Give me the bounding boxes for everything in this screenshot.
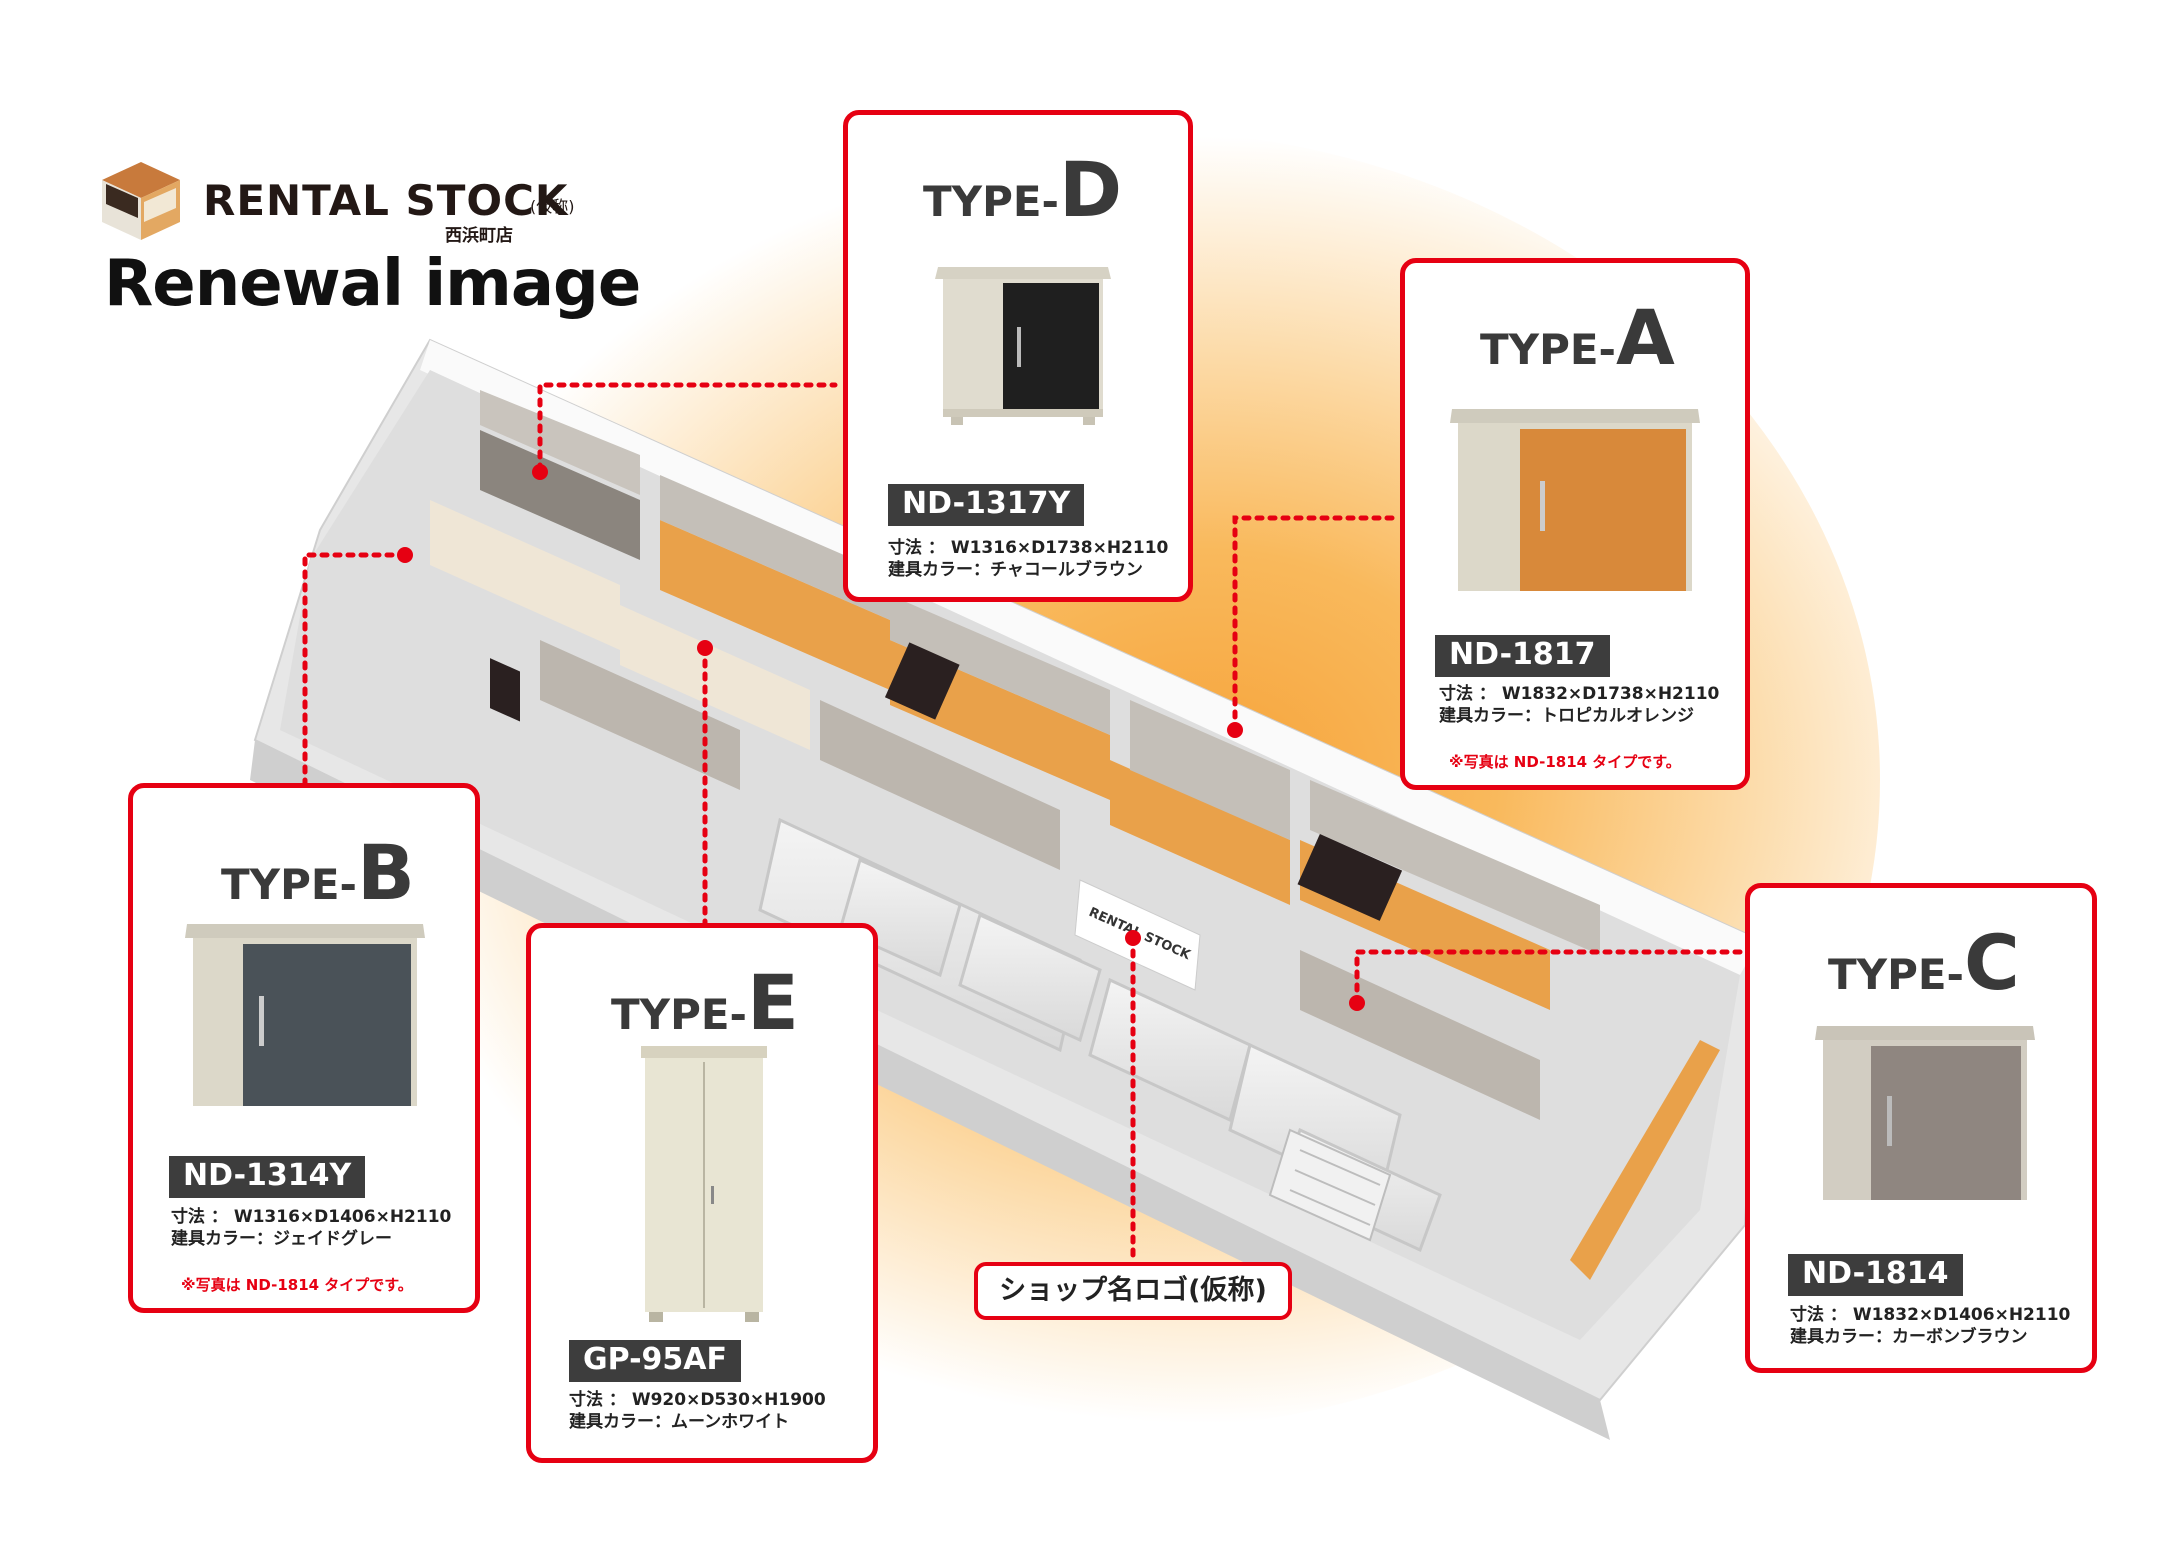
- rental-stock-logo: [102, 162, 180, 240]
- type-e-title: TYPE-E: [611, 958, 799, 1047]
- unit-row-1: [480, 390, 640, 722]
- size-spec: 寸法 ： W1832×D1738×H2110: [1439, 684, 1720, 704]
- model-name: ND-1317Y: [888, 484, 1085, 526]
- type-a-card[interactable]: TYPE-A ND-1817 寸法 ： W1832×D1738×H2110 建具…: [1400, 258, 1750, 790]
- size-spec: 寸法 ： W1832×D1406×H2110: [1790, 1305, 2071, 1325]
- type-d-card[interactable]: TYPE-D ND-1317Y 寸法 ： W1316×D1738×H2110 建…: [843, 110, 1193, 602]
- shed-image: [1815, 1026, 2035, 1200]
- brand-note: (仮称): [530, 197, 575, 216]
- type-c-title: TYPE-C: [1828, 918, 2020, 1007]
- shed-image: [185, 924, 425, 1106]
- size-spec: 寸法 ： W1316×D1738×H2110: [888, 538, 1169, 558]
- type-a-title: TYPE-A: [1480, 293, 1675, 382]
- type-c-card[interactable]: TYPE-C ND-1814 寸法 ： W1832×D1406×H2110 建具…: [1745, 883, 2097, 1373]
- type-e-card[interactable]: TYPE-E GP-95AF 寸法 ： W920×D530×H1900 建具カラ…: [526, 923, 878, 1463]
- type-b-title: TYPE-B: [221, 828, 415, 917]
- size-spec: 寸法 ： W920×D530×H1900: [569, 1390, 826, 1410]
- type-d-title: TYPE-D: [923, 145, 1123, 234]
- photo-note: ※写真は ND-1814 タイプです。: [1449, 753, 1681, 771]
- size-spec: 寸法 ： W1316×D1406×H2110: [171, 1207, 452, 1227]
- leader-dots: [397, 464, 1365, 1011]
- photo-note: ※写真は ND-1814 タイプです。: [181, 1276, 413, 1294]
- staircase: [1268, 1128, 1392, 1242]
- shed-image: [1450, 409, 1700, 591]
- color-spec: 建具カラー：チャコールブラウン: [888, 560, 1143, 580]
- type-b-card[interactable]: TYPE-B ND-1314Y 寸法 ： W1316×D1406×H2110 建…: [128, 783, 480, 1313]
- unit-block-right: [1570, 1040, 1720, 1280]
- shop-logo-label[interactable]: ショップ名ロゴ(仮称): [974, 1262, 1292, 1320]
- model-name: ND-1817: [1435, 635, 1610, 677]
- model-name: ND-1314Y: [169, 1156, 366, 1198]
- page-title: Renewal image: [104, 247, 641, 321]
- unit-block-a: [660, 520, 890, 690]
- branch-name: 西浜町店: [445, 226, 513, 246]
- leader-lines: [302, 382, 1748, 1263]
- color-spec: 建具カラー：トロピカルオレンジ: [1439, 706, 1694, 726]
- locker-row-2: [620, 605, 810, 750]
- color-spec: 建具カラー：ジェイドグレー: [171, 1229, 392, 1249]
- shed-image: [935, 267, 1111, 425]
- brand-name: RENTAL STOCK: [203, 176, 569, 225]
- unit-block-c: [1110, 760, 1290, 905]
- model-name: ND-1814: [1788, 1254, 1963, 1296]
- locker-row-1: [430, 500, 620, 650]
- shed-image: [641, 1046, 767, 1322]
- color-spec: 建具カラー：ムーンホワイト: [569, 1412, 790, 1432]
- model-name: GP-95AF: [569, 1340, 741, 1382]
- color-spec: 建具カラー：カーボンブラウン: [1790, 1327, 2028, 1347]
